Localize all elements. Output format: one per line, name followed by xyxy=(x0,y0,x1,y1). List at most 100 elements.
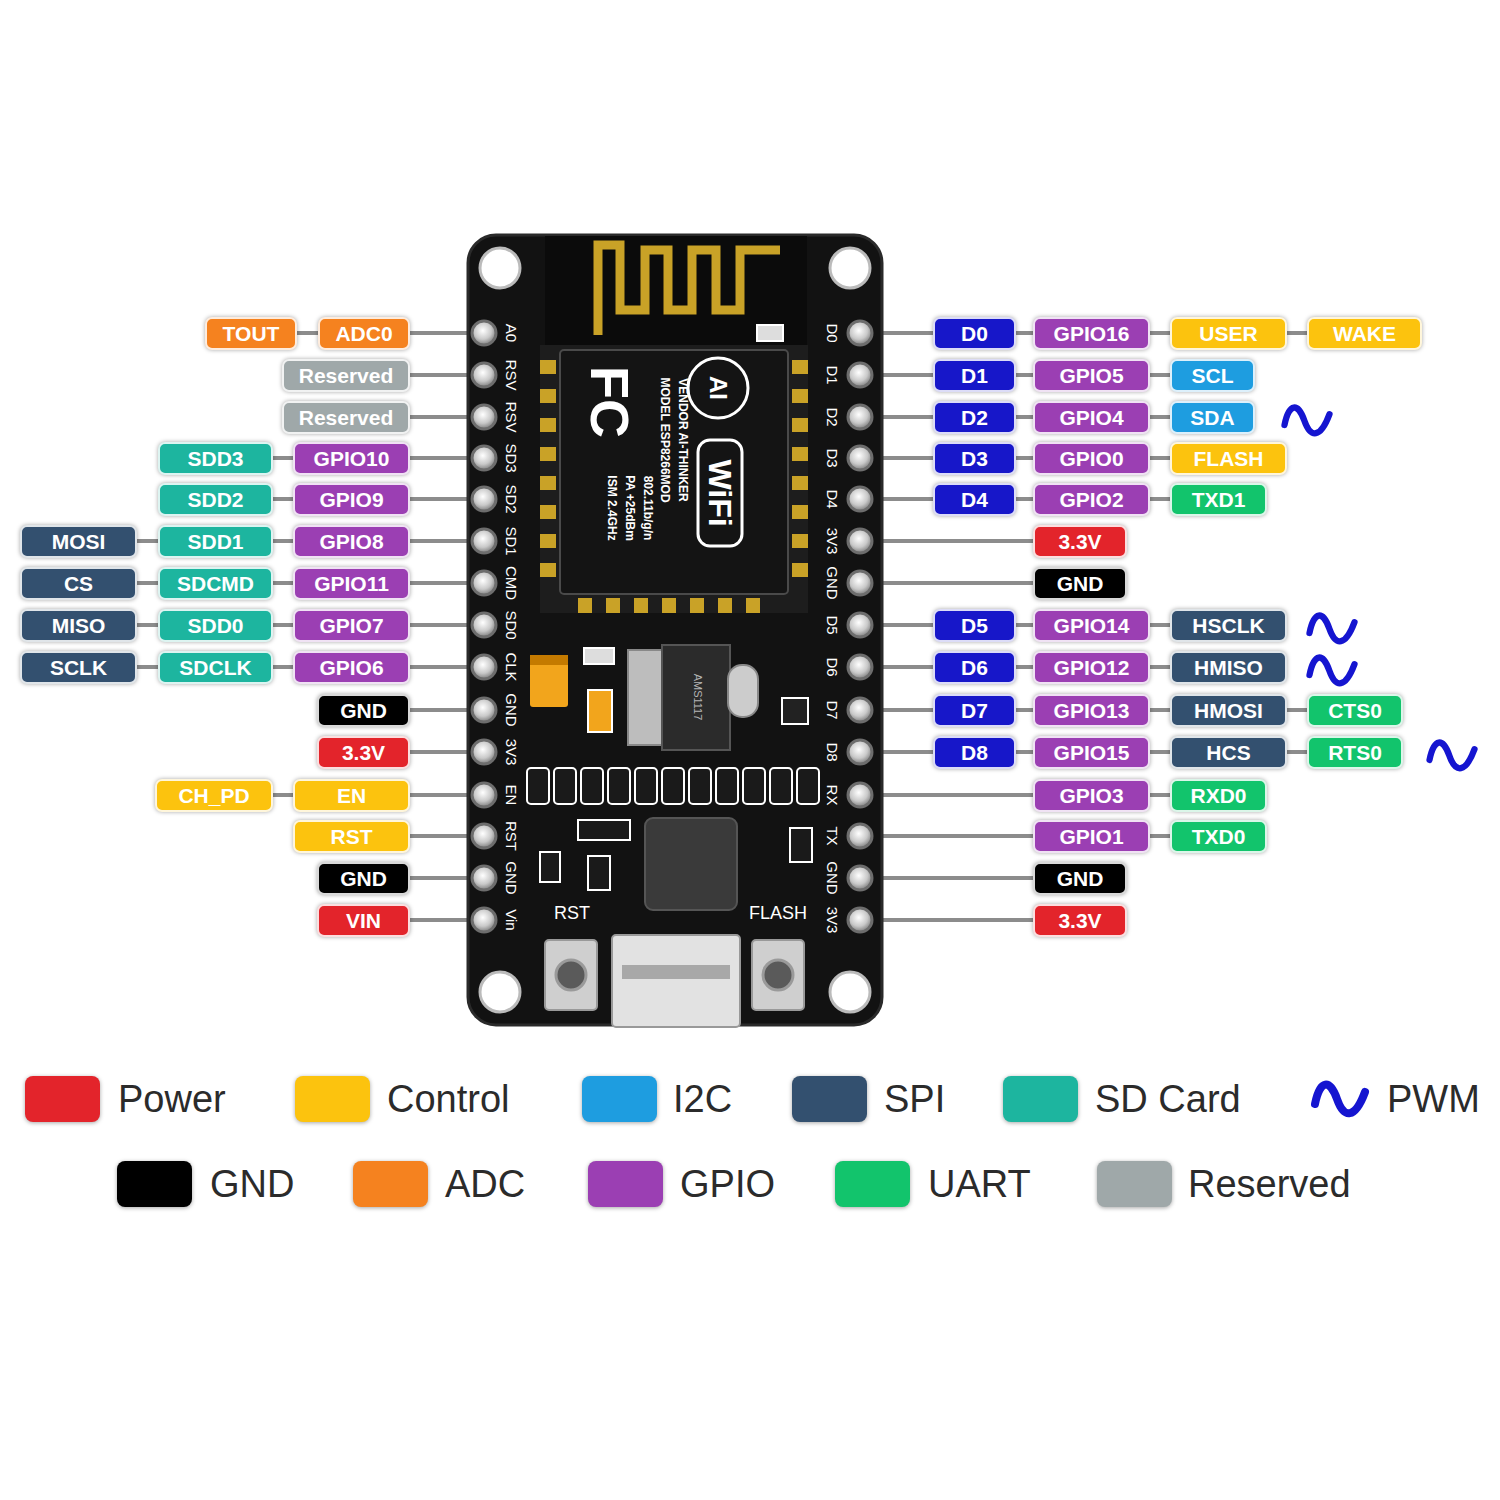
pin-name: VIN xyxy=(346,910,381,931)
leader-line xyxy=(875,750,933,754)
usb-serial-chip xyxy=(645,818,737,910)
pin-label: D5 xyxy=(933,609,1016,642)
pin-connector xyxy=(1016,456,1033,460)
header-pin xyxy=(472,446,496,470)
pin-connector xyxy=(1287,750,1307,754)
header-pin xyxy=(848,446,872,470)
leader-line xyxy=(875,539,1033,543)
header-pin xyxy=(472,529,496,553)
pin-label: GPIO1 xyxy=(1033,820,1150,853)
smd-part xyxy=(757,325,783,341)
pin-label: GPIO12 xyxy=(1033,651,1150,684)
button-cap xyxy=(556,960,586,990)
header-pin xyxy=(848,363,872,387)
pin-name: GPIO9 xyxy=(319,489,383,510)
header-pin xyxy=(848,866,872,890)
pin-label: HMISO xyxy=(1170,651,1287,684)
pin-connector xyxy=(1016,497,1033,501)
module-pad xyxy=(690,598,704,613)
pin-connector xyxy=(137,665,158,669)
pin-label: SDCLK xyxy=(158,651,273,684)
pin-label: GPIO4 xyxy=(1033,401,1150,434)
legend-text: Reserved xyxy=(1188,1165,1351,1203)
pin-label: GND xyxy=(1033,567,1127,600)
pin-name: SCL xyxy=(1192,365,1234,386)
pin-label: GPIO2 xyxy=(1033,483,1150,516)
pin-name: SDD3 xyxy=(187,448,243,469)
pwm-symbol xyxy=(1315,1085,1365,1114)
pin-connector xyxy=(273,793,293,797)
header-pin xyxy=(848,908,872,932)
pin-name: GPIO7 xyxy=(319,615,383,636)
header-pin xyxy=(472,613,496,637)
pin-label: CH_PD xyxy=(155,779,273,812)
pin-label: D0 xyxy=(933,317,1016,350)
module-pad xyxy=(540,476,556,490)
pin-label: ADC0 xyxy=(318,317,410,350)
legend-swatch xyxy=(295,1076,370,1122)
module-pad xyxy=(792,418,808,432)
pin-name: CS xyxy=(64,573,93,594)
pin-label: GPIO3 xyxy=(1033,779,1150,812)
header-pin xyxy=(472,405,496,429)
legend-swatch xyxy=(588,1161,663,1207)
header-pin xyxy=(472,655,496,679)
pin-name: USER xyxy=(1199,323,1257,344)
pin-label: SDD1 xyxy=(158,525,273,558)
pin-name: D0 xyxy=(961,323,988,344)
module-pad xyxy=(540,563,556,577)
pin-name: SDCMD xyxy=(177,573,254,594)
smd-footprint xyxy=(797,768,819,804)
leader-line xyxy=(410,876,475,880)
pin-name: RXD0 xyxy=(1190,785,1246,806)
leader-line xyxy=(875,331,933,335)
module-pad xyxy=(792,447,808,461)
pin-name: CH_PD xyxy=(178,785,249,806)
pin-name: CTS0 xyxy=(1328,700,1382,721)
legend-text: PWM xyxy=(1387,1080,1480,1118)
pin-name: D7 xyxy=(961,700,988,721)
smd-footprint xyxy=(689,768,711,804)
pin-connector xyxy=(137,623,158,627)
pin-label: CS xyxy=(20,567,137,600)
pin-label: WAKE xyxy=(1307,317,1422,350)
leader-line xyxy=(875,708,933,712)
module-pad xyxy=(746,598,760,613)
legend-swatch xyxy=(117,1161,192,1207)
pin-label: RST xyxy=(293,820,410,853)
leader-line xyxy=(875,373,933,377)
pin-connector xyxy=(1150,750,1170,754)
pin-label: RTS0 xyxy=(1307,736,1403,769)
header-pin xyxy=(848,405,872,429)
pwm-marks xyxy=(1285,408,1475,769)
mounting-hole xyxy=(830,248,870,288)
pin-name: HCS xyxy=(1206,742,1250,763)
pin-label: GND xyxy=(317,862,410,895)
antenna-area xyxy=(545,236,807,348)
smd-part xyxy=(588,856,610,890)
pin-name: WAKE xyxy=(1333,323,1396,344)
pin-label: GPIO15 xyxy=(1033,736,1150,769)
legend-text: UART xyxy=(928,1165,1031,1203)
pin-name: GND xyxy=(340,700,387,721)
module-pad xyxy=(540,447,556,461)
pwm-symbol xyxy=(1430,743,1475,769)
pin-name: SDA xyxy=(1190,407,1234,428)
pin-name: MOSI xyxy=(52,531,106,552)
pin-label: HCS xyxy=(1170,736,1287,769)
pin-connector xyxy=(1016,665,1033,669)
pin-label: GND xyxy=(317,694,410,727)
pin-name: 3.3V xyxy=(1058,531,1101,552)
leader-line xyxy=(875,415,933,419)
legend-text: I2C xyxy=(673,1080,732,1118)
smd-footprint xyxy=(743,768,765,804)
pin-name: SDCLK xyxy=(179,657,251,678)
pin-label: USER xyxy=(1170,317,1287,350)
pin-name: SCLK xyxy=(50,657,107,678)
pin-connector xyxy=(1016,415,1033,419)
pin-label: D1 xyxy=(933,359,1016,392)
pin-connector xyxy=(1150,665,1170,669)
